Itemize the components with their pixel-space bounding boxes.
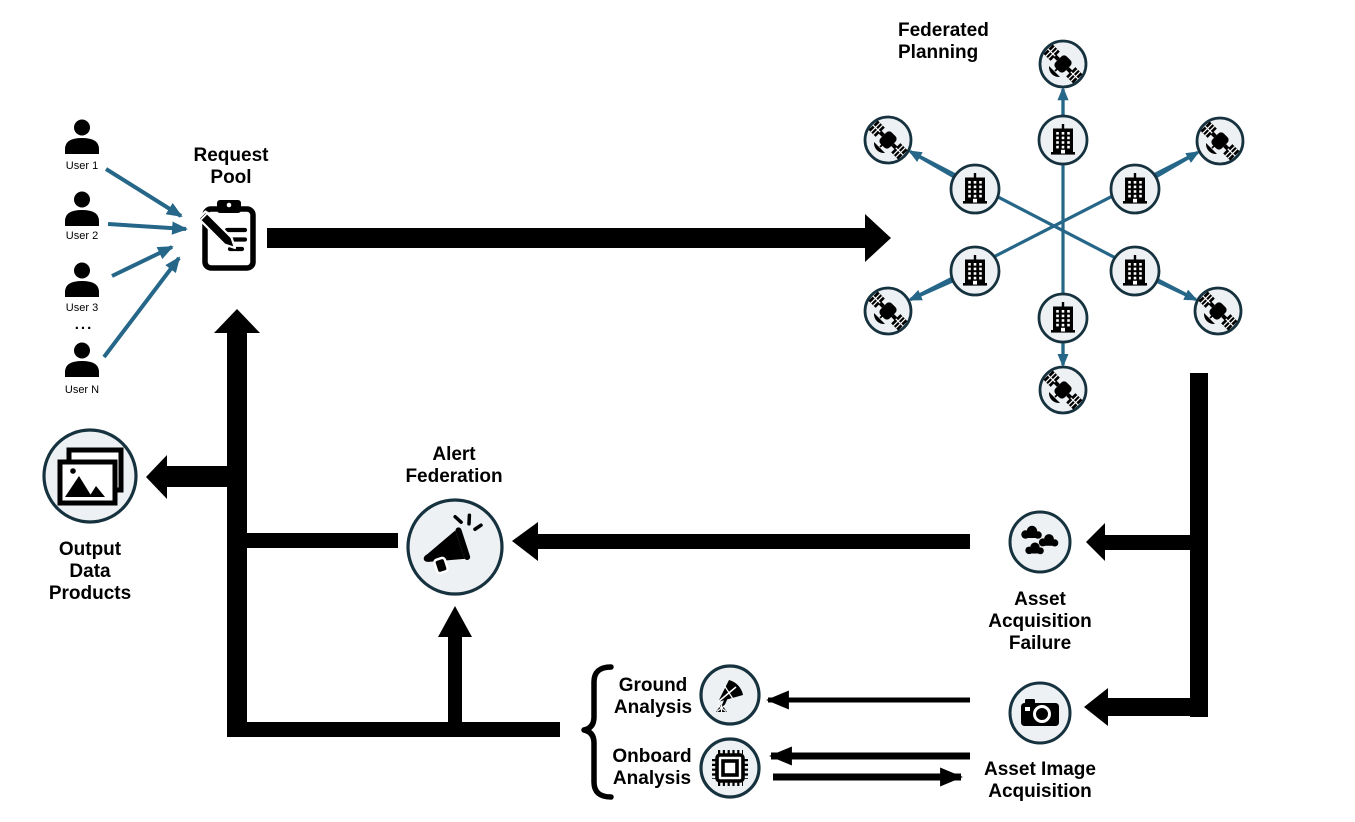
chip-icon bbox=[712, 750, 748, 786]
user-3-label: User 3 bbox=[65, 302, 99, 314]
building-node bbox=[1109, 245, 1161, 297]
satellite-node bbox=[863, 115, 913, 165]
onboard-analysis-node bbox=[699, 737, 761, 799]
clouds-icon bbox=[1021, 525, 1059, 555]
request-pool-label: Request Pool bbox=[193, 145, 269, 188]
satellite-node bbox=[1038, 365, 1088, 415]
building-node bbox=[949, 163, 1001, 215]
user-2-label: User 2 bbox=[65, 230, 99, 242]
building-node bbox=[1109, 163, 1161, 215]
image-acquisition-arrow bbox=[1084, 688, 1208, 726]
output-data-products-label: Output Data Products bbox=[48, 539, 132, 604]
output-products-arrow bbox=[146, 455, 229, 499]
person-icon bbox=[65, 191, 99, 226]
person-icon bbox=[65, 119, 99, 154]
federated-planning-label: Federated Planning bbox=[898, 20, 989, 63]
alert-branch-line bbox=[247, 533, 398, 548]
satellite-node bbox=[1038, 39, 1088, 89]
output-data-products-node bbox=[42, 428, 138, 524]
bottom-return-line bbox=[227, 722, 560, 737]
analysis-arrows bbox=[766, 690, 970, 787]
analysis-group-brace bbox=[581, 664, 614, 800]
flow-connectors bbox=[146, 214, 1208, 737]
satellite-node bbox=[863, 286, 913, 336]
camera-icon bbox=[1021, 699, 1059, 726]
user-icons bbox=[65, 119, 99, 377]
satellite-node bbox=[1193, 286, 1243, 336]
user-n-label: User N bbox=[64, 384, 100, 396]
satellite-node bbox=[1195, 116, 1245, 166]
user-1-label: User 1 bbox=[65, 160, 99, 172]
building-node bbox=[949, 245, 1001, 297]
asset-image-acquisition-label: Asset Image Acquisition bbox=[984, 759, 1096, 802]
photos-icon bbox=[57, 447, 124, 506]
building-node bbox=[1037, 292, 1089, 344]
asset-acquisition-failure-label: Asset Acquisition Failure bbox=[988, 589, 1092, 654]
person-icon bbox=[65, 262, 99, 297]
asset-acquisition-failure-node bbox=[1008, 510, 1072, 574]
building-node bbox=[1037, 114, 1089, 166]
planning-downlink-line bbox=[1190, 373, 1208, 717]
onboard-analysis-label: Onboard Analysis bbox=[612, 746, 692, 789]
failure-to-alert-arrow bbox=[512, 522, 970, 561]
user-request-arrows bbox=[102, 167, 188, 359]
users-ellipsis: ... bbox=[74, 316, 94, 333]
return-to-request-line bbox=[214, 309, 260, 737]
megaphone-icon bbox=[423, 513, 483, 575]
ground-analysis-node bbox=[699, 664, 761, 726]
clipboard-pencil-icon bbox=[197, 200, 256, 271]
analyses-to-alert-arrow bbox=[438, 606, 472, 730]
person-icon bbox=[65, 342, 99, 377]
planning-cluster bbox=[863, 39, 1245, 415]
alert-federation-node bbox=[406, 498, 504, 596]
request-to-planning-arrow bbox=[267, 214, 891, 262]
failure-in-arrow bbox=[1086, 523, 1190, 561]
ground-analysis-label: Ground Analysis bbox=[613, 675, 693, 718]
satellite-dish-icon bbox=[716, 680, 743, 712]
asset-image-acquisition-node bbox=[1008, 681, 1072, 745]
alert-federation-label: Alert Federation bbox=[405, 444, 503, 487]
